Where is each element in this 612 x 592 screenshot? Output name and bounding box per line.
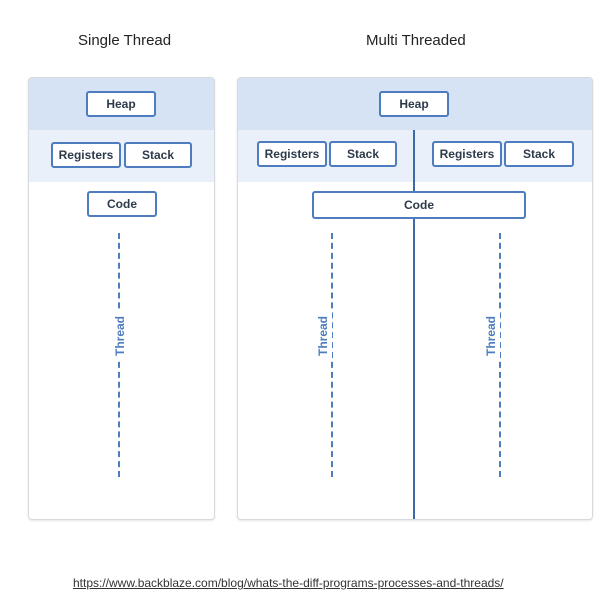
thread-divider [413,130,415,519]
multi-threaded-panel: Heap Registers Stack Registers Stack Cod… [237,77,593,520]
right-registers-box: Registers [432,141,502,167]
right-stack-box: Stack [504,141,574,167]
left-thread-line [331,233,333,477]
right-thread-label: Thread [482,311,500,361]
single-thread-panel: Heap Registers Stack Code Thread [28,77,215,520]
code-box: Code [312,191,526,219]
source-link[interactable]: https://www.backblaze.com/blog/whats-the… [73,576,504,590]
heap-box: Heap [379,91,449,117]
registers-box: Registers [51,142,121,168]
left-thread-label: Thread [314,311,332,361]
stack-box: Stack [124,142,192,168]
multi-threaded-title: Multi Threaded [366,32,466,49]
thread-label: Thread [111,311,129,361]
left-registers-box: Registers [257,141,327,167]
left-stack-box: Stack [329,141,397,167]
single-thread-title: Single Thread [78,32,172,49]
code-box: Code [87,191,157,217]
heap-box: Heap [86,91,156,117]
right-thread-line [499,233,501,477]
